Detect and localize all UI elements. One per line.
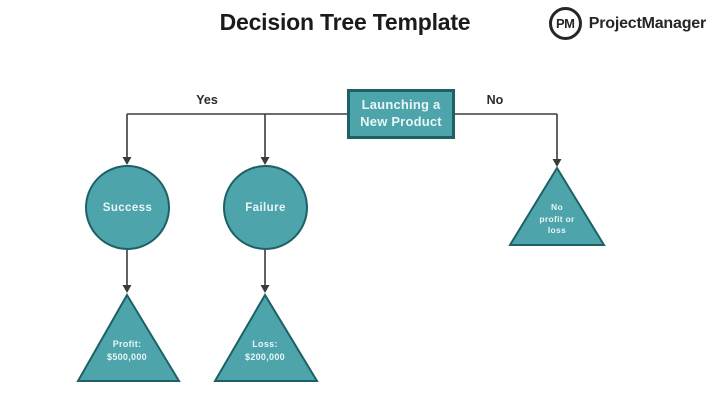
arrowhead-loss bbox=[260, 285, 270, 293]
outcome-neutral-line3: loss bbox=[547, 225, 567, 235]
arrowhead-success bbox=[122, 157, 132, 165]
arrowhead-failure bbox=[260, 157, 270, 165]
outcome-triangle-neutral bbox=[508, 166, 606, 246]
arrowhead-profit bbox=[122, 285, 132, 293]
arrowhead-neutral bbox=[552, 159, 562, 167]
outcome-label-profit: Profit: $500,000 bbox=[92, 338, 162, 364]
chance-node-success-label: Success bbox=[102, 201, 153, 214]
outcome-triangle-loss bbox=[213, 293, 319, 382]
chance-node-success: Success bbox=[85, 165, 170, 250]
outcome-profit-line2: $500,000 bbox=[107, 352, 147, 362]
chance-node-failure-label: Failure bbox=[245, 201, 286, 214]
branch-label-yes: Yes bbox=[196, 93, 218, 107]
outcome-triangle-profit bbox=[76, 293, 181, 382]
outcome-loss-line1: Loss: bbox=[252, 339, 278, 349]
root-node-label: Launching a New Product bbox=[360, 97, 442, 129]
outcome-label-loss: Loss: $200,000 bbox=[230, 338, 300, 364]
root-node-launching-new-product: Launching a New Product bbox=[347, 89, 455, 139]
pm-monogram-icon: PM bbox=[548, 7, 582, 40]
brand-logo: PM ProjectManager bbox=[548, 7, 706, 40]
page-title: Decision Tree Template bbox=[219, 9, 471, 35]
pm-monogram-text: PM bbox=[556, 16, 575, 31]
outcome-neutral-line2: profit or bbox=[539, 213, 575, 224]
outcome-neutral-line1: No bbox=[551, 202, 563, 212]
brand-name: ProjectManager bbox=[588, 14, 706, 32]
outcome-label-neutral: No profit or loss bbox=[527, 202, 587, 237]
chance-node-failure: Failure bbox=[223, 165, 308, 250]
outcome-loss-line2: $200,000 bbox=[245, 352, 285, 362]
outcome-profit-line1: Profit: bbox=[112, 339, 142, 349]
branch-label-no: No bbox=[486, 93, 504, 107]
